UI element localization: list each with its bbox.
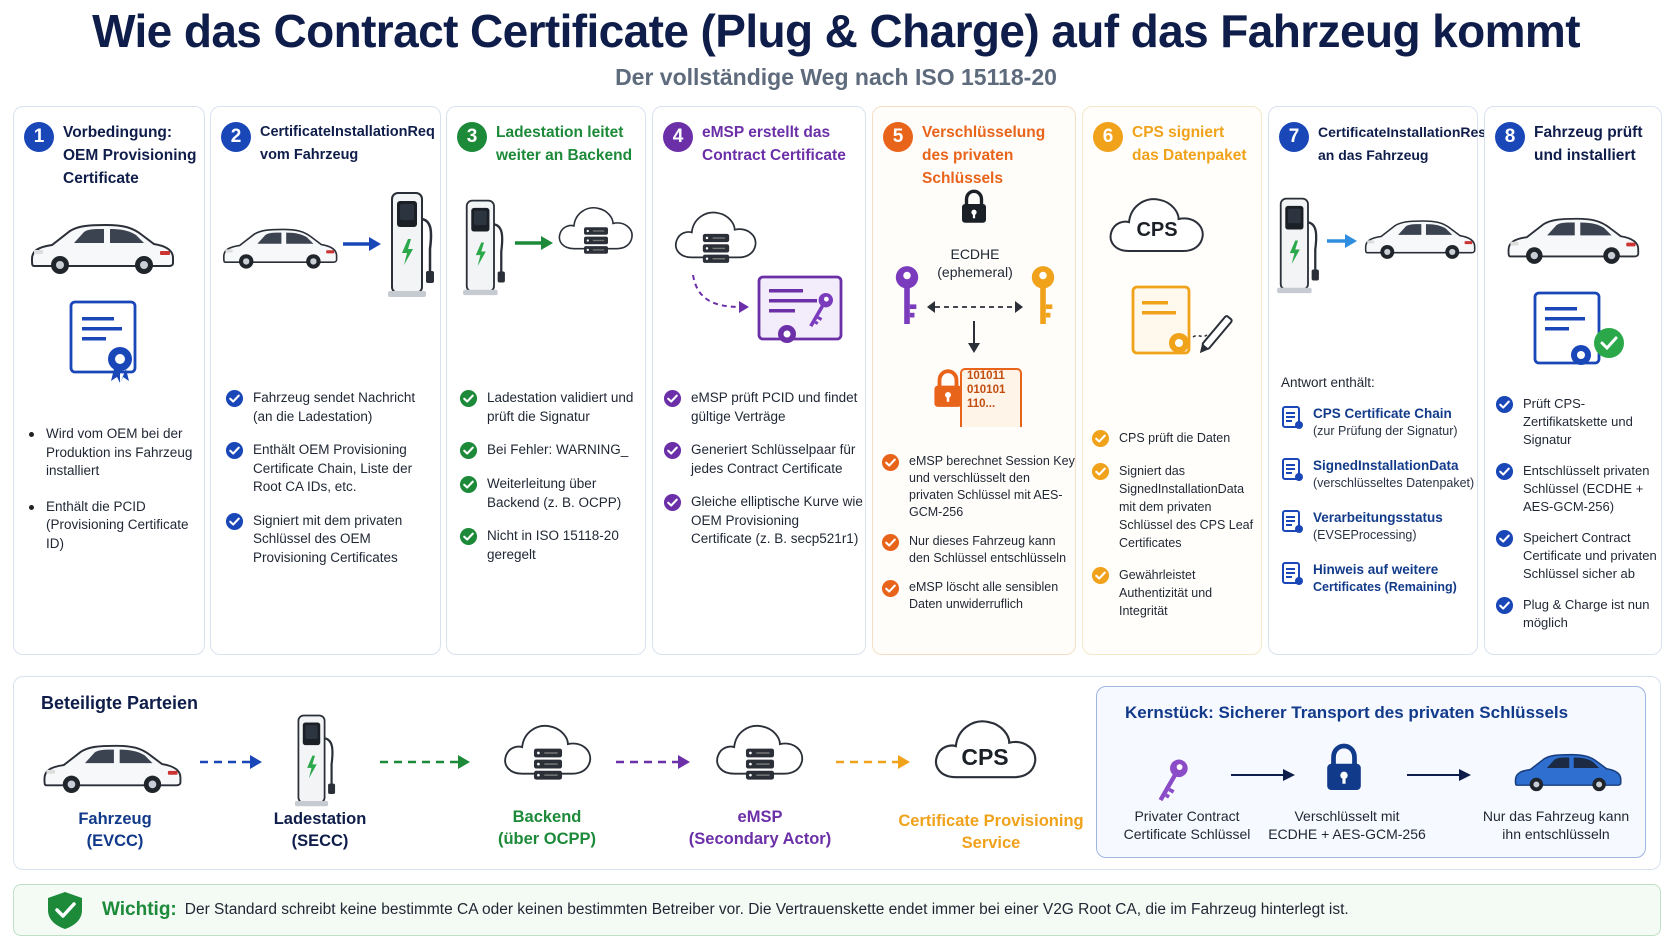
step-badge: 4 bbox=[663, 122, 693, 152]
step-badge: 2 bbox=[221, 122, 251, 152]
certificate-icon bbox=[69, 300, 137, 383]
step-title: Vorbedingung: OEM Provisioning Certifica… bbox=[63, 124, 197, 187]
step-2-card: 2 CertificateInstallationReq vom Fahrzeu… bbox=[210, 106, 441, 655]
step-8-card: 8 Fahrzeug prüft und installiert Prüft C… bbox=[1484, 106, 1662, 655]
note-label: Wichtig: bbox=[102, 899, 177, 920]
step-1-card: 1 Vorbedingung: OEM Provisioning Certifi… bbox=[13, 106, 205, 655]
key-transport-panel: Kernstück: Sicherer Transport des privat… bbox=[1096, 686, 1646, 858]
step-badge: 5 bbox=[883, 122, 913, 152]
list-item: Bei Fehler: WARNING_ bbox=[459, 441, 643, 460]
list-item: eMSP löscht alle sensiblen Daten unwider… bbox=[881, 579, 1075, 613]
response-item: Verarbeitungsstatus(EVSEProcessing) bbox=[1281, 509, 1443, 544]
party-emsp: eMSP(Secondary Actor) bbox=[688, 808, 832, 848]
step-badge: 6 bbox=[1093, 122, 1123, 152]
note-text: Der Standard schreibt keine bestimmte CA… bbox=[184, 901, 1349, 918]
shield-check-icon bbox=[48, 892, 82, 929]
step-badge: 7 bbox=[1279, 122, 1309, 152]
step-title: CertificateInstallationReq vom Fahrzeug bbox=[260, 124, 435, 163]
list-item: Gleiche elliptische Kurve wie OEM Provis… bbox=[663, 493, 863, 549]
list-item: Speichert Contract Certificate und priva… bbox=[1495, 529, 1661, 583]
cps-party-label: CPS bbox=[961, 744, 1009, 770]
document-icon bbox=[1281, 509, 1305, 535]
document-icon bbox=[1281, 561, 1305, 587]
list-item: Fahrzeug sendet Nachricht (an die Ladest… bbox=[225, 389, 437, 426]
step-4-card: 4 eMSP erstellt das Contract Certificate… bbox=[652, 106, 866, 655]
list-item: Enthält die PCID (Provisioning Certifica… bbox=[26, 498, 201, 554]
list-item: Ladestation validiert und prüft die Sign… bbox=[459, 389, 643, 426]
signed-document-icon bbox=[1131, 285, 1191, 355]
document-icon bbox=[1281, 405, 1305, 431]
response-item: SignedInstallationData(verschlüsseltes D… bbox=[1281, 457, 1474, 492]
list-item: Wird vom OEM bei der Produktion ins Fahr… bbox=[26, 425, 201, 481]
emsp-certificate-illustration bbox=[674, 211, 843, 343]
ephemeral-label: (ephemeral) bbox=[937, 264, 1013, 280]
ecdhe-label: ECDHE bbox=[950, 246, 1000, 262]
list-item: Enthält OEM Provisioning Certificate Cha… bbox=[225, 441, 437, 497]
step-7-card: 7 CertificateInstallationRes an das Fahr… bbox=[1268, 106, 1486, 655]
list-item: Signiert das SignedInstallationData mit … bbox=[1091, 462, 1261, 552]
document-icon bbox=[1281, 457, 1305, 483]
verified-certificate-icon bbox=[1533, 291, 1624, 365]
list-item: Weiterleitung über Backend (z. B. OCPP) bbox=[459, 475, 643, 512]
page-title: Wie das Contract Certificate (Plug & Cha… bbox=[92, 5, 1580, 57]
step-title: eMSP erstellt das Contract Certificate bbox=[702, 124, 846, 164]
important-note: Wichtig: Der Standard schreibt keine bes… bbox=[13, 884, 1661, 936]
list-item: Signiert mit dem privaten Schlüssel des … bbox=[225, 512, 437, 568]
step-title: CertificateInstallationRes an das Fahrze… bbox=[1318, 124, 1487, 163]
list-item: Nur dieses Fahrzeug kann den Schlüssel e… bbox=[881, 533, 1075, 567]
list-item: CPS prüft die Daten bbox=[1091, 429, 1261, 448]
list-item: Plug & Charge ist nun möglich bbox=[1495, 596, 1661, 632]
contract-certificate-icon bbox=[757, 275, 843, 343]
step-6-card: 6 CPS signiert das Datenpaket CPS CPS pr… bbox=[1082, 106, 1262, 655]
cps-label: CPS bbox=[1136, 219, 1178, 241]
list-item: eMSP berechnet Session Key und verschlüs… bbox=[881, 453, 1075, 521]
car-certificate-illustration bbox=[31, 224, 174, 383]
list-item: Prüft CPS-Zertifikatskette und Signatur bbox=[1495, 395, 1661, 449]
pen-icon bbox=[1199, 315, 1233, 354]
car-installed-illustration bbox=[1507, 217, 1640, 365]
list-item: Entschlüsselt privaten Schlüssel (ECDHE … bbox=[1495, 462, 1661, 516]
response-label: Antwort enthält: bbox=[1281, 375, 1375, 390]
charger-to-car-illustration bbox=[1275, 197, 1476, 295]
page-subtitle: Der vollständige Weg nach ISO 15118-20 bbox=[615, 64, 1057, 90]
encryption-illustration bbox=[895, 189, 1055, 427]
cps-signing-illustration bbox=[1109, 198, 1233, 355]
step-badge: 8 bbox=[1495, 122, 1525, 152]
step-badge: 1 bbox=[24, 122, 54, 152]
step-5-card: 5 Verschlüsselung des privaten Schlüssel… bbox=[872, 106, 1076, 655]
car-to-charger-illustration bbox=[222, 191, 436, 299]
step-title: Fahrzeug prüft und installiert bbox=[1534, 124, 1643, 164]
list-item: Gewährleistet Authentizität und Integrit… bbox=[1091, 566, 1261, 620]
list-item: eMSP prüft PCID und findet gültige Vertr… bbox=[663, 389, 863, 426]
step-3-card: 3 Ladestation leitet weiter an Backend L… bbox=[446, 106, 646, 655]
party-backend: Backend(über OCPP) bbox=[497, 808, 597, 848]
key-transport-title: Kernstück: Sicherer Transport des privat… bbox=[1125, 703, 1569, 722]
step-title: Ladestation leitet weiter an Backend bbox=[496, 124, 633, 164]
step-title: CPS signiert das Datenpaket bbox=[1132, 124, 1247, 164]
list-item: Nicht in ISO 15118-20 geregelt bbox=[459, 527, 643, 564]
key-transport-illustration bbox=[1152, 687, 1622, 805]
parties-title: Beteiligte Parteien bbox=[41, 693, 199, 713]
charger-to-backend-illustration bbox=[461, 199, 634, 297]
response-item: CPS Certificate Chain(zur Prüfung der Si… bbox=[1281, 405, 1458, 440]
party-charger: Ladestation(SECC) bbox=[273, 810, 367, 850]
step-badge: 3 bbox=[457, 122, 487, 152]
party-vehicle: Fahrzeug(EVCC) bbox=[78, 810, 152, 850]
step-title: Verschlüsselung des privaten Schlüssels bbox=[922, 124, 1046, 187]
list-item: Generiert Schlüsselpaar für jedes Contra… bbox=[663, 441, 863, 478]
